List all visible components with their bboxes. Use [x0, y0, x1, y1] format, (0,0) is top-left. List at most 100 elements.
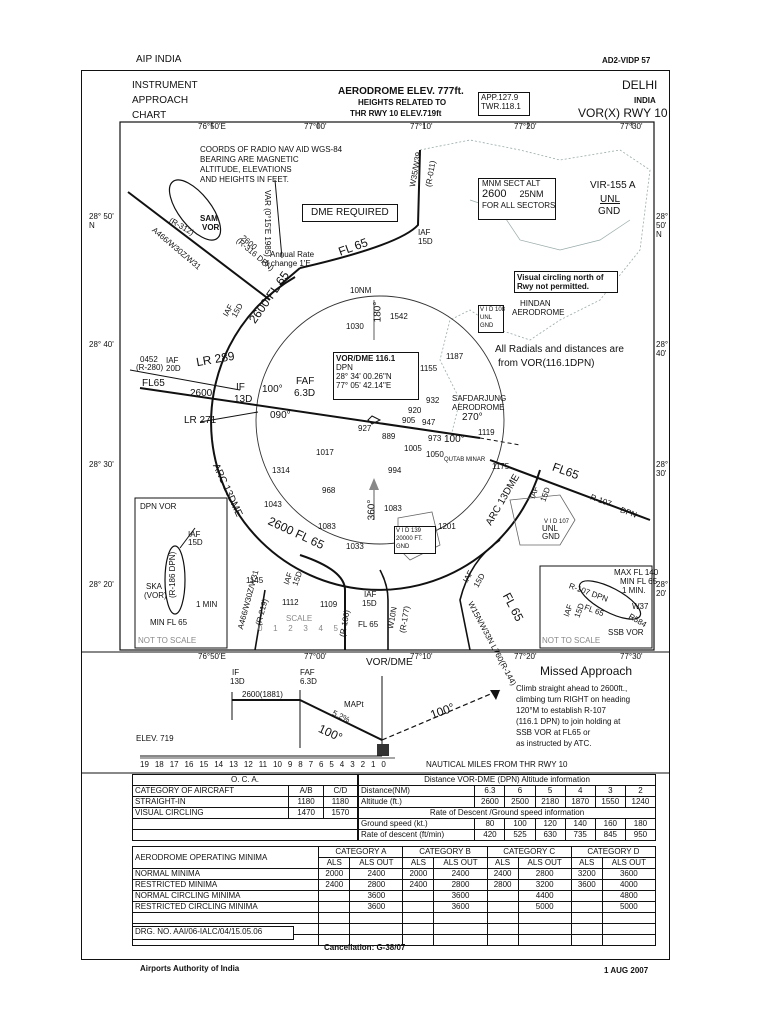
msa-values: 2600 25NM [479, 188, 555, 201]
vid108-upper: UNL [480, 315, 493, 321]
se-arrival-144 [459, 539, 501, 651]
elev-1119: 1119 [478, 428, 495, 437]
heights-related-line-1: HEIGHTS RELATED TO [358, 98, 447, 107]
minima-value: 3600 [349, 901, 404, 913]
distance-table: Distance VOR-DME (DPN) Altitude informat… [357, 774, 657, 841]
minima-row-restricted-circling: RESTRICTED CIRCLING MINIMA 3600 3600 500… [131, 901, 657, 913]
course-090: 090° [270, 410, 291, 421]
top-grid-ticks [211, 122, 633, 128]
vid108-box: V I D 108 UNL GND [478, 305, 505, 333]
elev-1050: 1050 [426, 450, 444, 459]
ground-speed-4: 140 [564, 818, 596, 830]
elev-1109: 1109 [320, 600, 338, 609]
scale-nm-1: 1 [370, 760, 376, 769]
plan-view-border [119, 121, 655, 651]
country-name: INDIA [634, 96, 656, 105]
chart-type-line-3: CHART [132, 110, 167, 121]
scale-nm-19: 19 [140, 760, 149, 769]
tower-frequency: TWR.118.1 [481, 102, 521, 111]
missed-text-1: Climb straight ahead to 2600ft., [516, 684, 628, 693]
procedure-name: VOR(X) RWY 10 [578, 106, 668, 120]
rate-of-descent-label: Rate of descent (ft/min) [357, 829, 476, 841]
north-arrow-head [369, 478, 379, 490]
ne-arrival-track [299, 149, 421, 269]
vid107-lower: GND [542, 532, 560, 541]
minima-value: 3200 [517, 879, 572, 891]
radials-note-1: All Radials and distances are [495, 344, 624, 355]
scale-tick-3: 3 [303, 624, 308, 633]
s1-iaf-label: IAF [364, 590, 377, 599]
authority: Airports Authority of India [140, 964, 240, 973]
elev-1187: 1187 [446, 352, 464, 361]
elev-1033: 1033 [346, 542, 364, 551]
vid139-name: V I D 139 [396, 528, 422, 534]
drawing-number: DRG. NO. AAI/06-IALC/04/15.05.06 [132, 926, 294, 940]
right-lat-4: 28° 20' [656, 580, 669, 598]
msa-sectors: FOR ALL SECTORS [482, 201, 556, 210]
arc-13dme-nw [210, 276, 296, 441]
sw-arrival-219 [254, 589, 266, 651]
scale-tick-2: 2 [288, 624, 293, 633]
profile-vor-dme: VOR/DME [366, 657, 413, 668]
lead-radial-271 [199, 411, 259, 423]
missed-text-2: climbing turn RIGHT on heading [516, 695, 631, 704]
dpn-inset-not-to-scale: NOT TO SCALE [138, 636, 197, 645]
scale-nm-12: 12 [243, 760, 253, 769]
variation-line [274, 179, 283, 259]
ska-type: (VOR) [144, 591, 167, 600]
msa-title: MNM SECT ALT [482, 179, 541, 188]
course-270: 270° [462, 412, 483, 423]
frequency-box: APP.127.9 TWR.118.1 [478, 92, 530, 116]
minima-value: 2000 [402, 868, 435, 880]
ground-speed-6: 180 [624, 818, 657, 830]
elev-1005: 1005 [404, 444, 422, 453]
elev-1175: 1175 [492, 462, 510, 471]
scale-nm-9: 9 [287, 760, 293, 769]
scale-nm-13: 13 [229, 760, 238, 769]
vor-symbol [367, 415, 382, 425]
left-lat-2: 28° 40' [89, 340, 114, 349]
vid139-upper: 20000 FT. [396, 536, 423, 542]
faf-distance: 6.3D [294, 388, 316, 399]
heights-related-line-2: THR RWY 10 ELEV.719ft [350, 109, 442, 118]
minima-value: 3600 [433, 890, 488, 902]
w-iaf-dist: 20D [166, 364, 181, 373]
right-lat-3: 28° 30' [656, 460, 669, 478]
ssb-inset-not-to-scale: NOT TO SCALE [542, 636, 601, 645]
minima-value: 3600 [433, 901, 488, 913]
if-distance: 13D [234, 394, 253, 405]
category-c: CATEGORY C [486, 846, 572, 858]
scale-nm-14: 14 [214, 760, 224, 769]
city-name: DELHI [622, 78, 658, 92]
ring-10nm-label: 10NM [350, 286, 372, 295]
scale-nm-18: 18 [154, 760, 164, 769]
sam-holding-pattern [168, 179, 222, 241]
profile-scale-label: NAUTICAL MILES FROM THR RWY 10 [426, 760, 568, 769]
sub-d-als: ALS [570, 857, 603, 869]
minima-value: 2400 [433, 868, 488, 880]
rate-of-descent-3: 630 [534, 829, 566, 841]
east-arrival-track [489, 459, 651, 521]
elev-994: 994 [388, 466, 402, 475]
profile-missed-segment [381, 689, 501, 741]
minima-row-normal-circling: NORMAL CIRCLING MINIMA 3600 3600 4400 48… [131, 890, 657, 902]
minima-value: 4400 [517, 890, 572, 902]
scale-nm-8: 8 [298, 760, 303, 769]
profile-if-label: IF [232, 668, 240, 677]
vor-info-box: VOR/DME 116.1 DPN 28° 34' 00.26"N 77° 05… [333, 352, 419, 400]
restricted-area-upper: UNL [600, 194, 621, 205]
s-arrival-186 [299, 554, 346, 650]
minima-label: NORMAL MINIMA [131, 868, 320, 880]
bottom-lon-2: 77°00' [304, 652, 327, 661]
lead-radial-271-label: LR 271 [184, 415, 217, 426]
minima-value: 2400 [486, 868, 519, 880]
profile-descent-segment [299, 699, 383, 741]
minima-value: 4000 [601, 879, 657, 891]
ne-iaf-label: IAF [418, 228, 431, 237]
oca-row-straight-ab: 1180 [288, 796, 324, 808]
qutab-minar: QUTAB MINAR [444, 457, 486, 463]
minima-value [402, 890, 435, 902]
minima-value: 3600 [349, 890, 404, 902]
altitude-1: 2600 [474, 796, 506, 808]
